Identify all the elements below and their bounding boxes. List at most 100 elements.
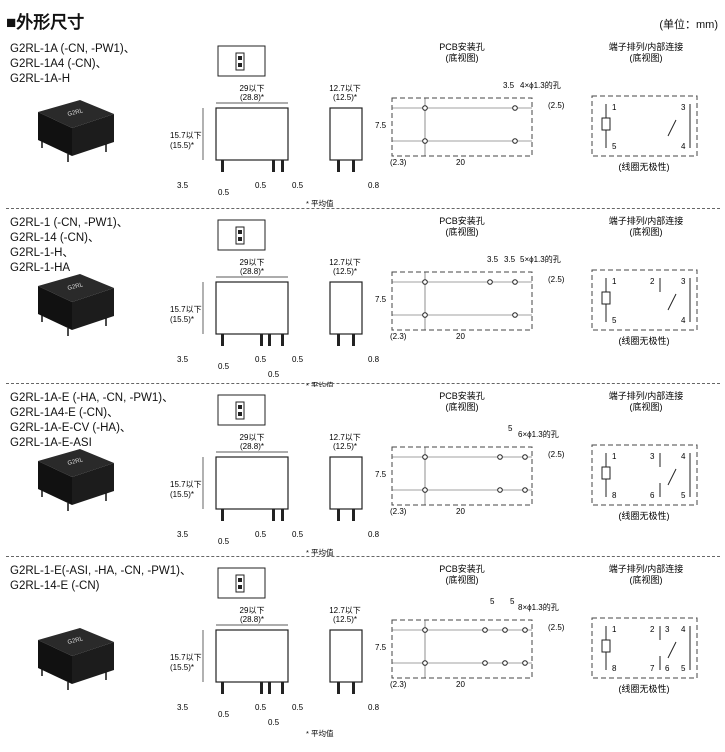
pcb-dim-25: (2.5) [548, 450, 565, 459]
pin-len-35: 3.5 [177, 703, 189, 712]
model-name: G2RL-1A (-CN, -PW1)、 [10, 43, 136, 55]
pin-gap-05: 0.5 [255, 530, 267, 539]
pcb-dim-25: (2.5) [548, 101, 565, 110]
pcb-title: PCB安装孔 [439, 41, 485, 52]
terminal-subtitle: (底视图) [630, 52, 663, 63]
hole-spec: 5×ϕ1.3的孔 [520, 254, 561, 264]
pin-br: 5 [681, 491, 686, 500]
pcb-outline [391, 619, 533, 679]
pin-len-35: 3.5 [177, 530, 189, 539]
pin-bm: 6 [650, 491, 655, 500]
no-polarity-note: (线圈无极性) [619, 335, 670, 346]
pcb-dim-20: 20 [456, 332, 465, 341]
terminal-outline [591, 444, 698, 506]
pcb-subtitle: (底视图) [446, 574, 479, 585]
top-view-outline [217, 219, 266, 251]
pcb-subtitle: (底视图) [446, 226, 479, 237]
front-view-outline [215, 629, 289, 683]
terminal-outline [591, 617, 698, 679]
pin-gap-05: 0.5 [255, 703, 267, 712]
top-view-outline [217, 394, 266, 426]
pcb-dim-5a: 5 [490, 597, 495, 606]
pin-tm: 2 [650, 277, 655, 286]
model-name: G2RL-1 (-CN, -PW1)、 [10, 217, 129, 229]
pcb-dim-23: (2.3) [390, 332, 407, 341]
terminal-title: 端子排列/内部连接 [609, 390, 684, 401]
pin-gap-05: 0.5 [255, 181, 267, 190]
side-pin-08: 0.8 [368, 530, 380, 539]
model-name: G2RL-1-E(-ASI, -HA, -CN, -PW1)、 [10, 565, 192, 577]
terminal-outline [591, 95, 698, 157]
pin-gap-05b: 0.5 [292, 530, 304, 539]
no-polarity-note: (线圈无极性) [619, 161, 670, 172]
top-view-marker [235, 52, 245, 71]
depth-label: 12.7以下 [329, 433, 361, 442]
height-label: 15.7以下 [170, 131, 202, 140]
side-pin-08: 0.8 [368, 355, 380, 364]
terminal-subtitle: (底视图) [630, 574, 663, 585]
pin-w-05: 0.5 [218, 537, 230, 546]
model-list: G2RL-1A-E (-HA, -CN, -PW1)、G2RL-1A4-E (-… [10, 391, 174, 451]
pcb-dim-75: 7.5 [375, 470, 387, 479]
pcb-dim-5: 5 [508, 424, 513, 433]
side-pin-08: 0.8 [368, 181, 380, 190]
model-name: G2RL-1A4 (-CN)、 [10, 58, 108, 70]
pcb-dim-23: (2.3) [390, 680, 407, 689]
pcb-outline [391, 97, 533, 157]
average-note: * 平均值 [306, 728, 334, 738]
model-name: G2RL-1A-H [10, 73, 71, 85]
pcb-dim-75: 7.5 [375, 295, 387, 304]
height-label: 15.7以下 [170, 480, 202, 489]
pin-tr: 3 [681, 277, 686, 286]
pin-tl: 1 [612, 452, 617, 461]
model-list: G2RL-1-E(-ASI, -HA, -CN, -PW1)、 G2RL-14-E… [10, 564, 191, 594]
model-list: G2RL-1A (-CN, -PW1)、 G2RL-1A4 (-CN)、 G2RL-… [10, 42, 135, 87]
top-view-outline [217, 567, 266, 599]
pin-w-05: 0.5 [218, 362, 230, 371]
pcb-dim-35a: 3.5 [487, 255, 499, 264]
svg-text:G2RL: G2RL [67, 457, 84, 467]
pin-tl: 1 [612, 103, 617, 112]
pin-tr: 4 [681, 452, 686, 461]
average-note: * 平均值 [306, 198, 334, 208]
model-name: G2RL-1A4-E (-CN)、 [10, 407, 119, 419]
relay-photo: G2RL [28, 94, 116, 162]
depth-label: 12.7以下 [329, 84, 361, 93]
section-divider [6, 383, 720, 384]
svg-text:G2RL: G2RL [67, 108, 84, 118]
page-title: ■外形尺寸 [6, 13, 85, 32]
width-label: 29以下 [240, 606, 265, 615]
relay-photo: G2RL [28, 622, 116, 690]
width-label: 29以下 [240, 258, 265, 267]
height-label: 15.7以下 [170, 305, 202, 314]
hole-spec: 4×ϕ1.3的孔 [520, 80, 561, 90]
pin-bl: 5 [612, 316, 617, 325]
pin-tl: 1 [612, 277, 617, 286]
pin-tm2: 3 [665, 625, 670, 634]
model-name: G2RL-1A-E-ASI [10, 437, 92, 449]
model-name: G2RL-14-E (-CN) [10, 580, 100, 592]
relay-photo: G2RL [28, 268, 116, 336]
height-sub-label: (15.5)* [170, 490, 194, 499]
pin-br: 5 [681, 664, 686, 673]
front-view-outline [215, 456, 289, 510]
page-header: ■外形尺寸 (单位：mm) [6, 8, 720, 34]
width-sub-label: (28.8)* [240, 267, 264, 276]
depth-sub-label: (12.5)* [333, 442, 357, 451]
pcb-dim-23: (2.3) [390, 507, 407, 516]
depth-sub-label: (12.5)* [333, 267, 357, 276]
model-name: G2RL-1-HA [10, 262, 71, 274]
pin-tr: 4 [681, 625, 686, 634]
side-pin-08: 0.8 [368, 703, 380, 712]
side-view-outline [329, 629, 363, 683]
depth-sub-label: (12.5)* [333, 615, 357, 624]
pin-gap-05c: 0.5 [268, 718, 280, 727]
pin-gap-05b: 0.5 [292, 181, 304, 190]
